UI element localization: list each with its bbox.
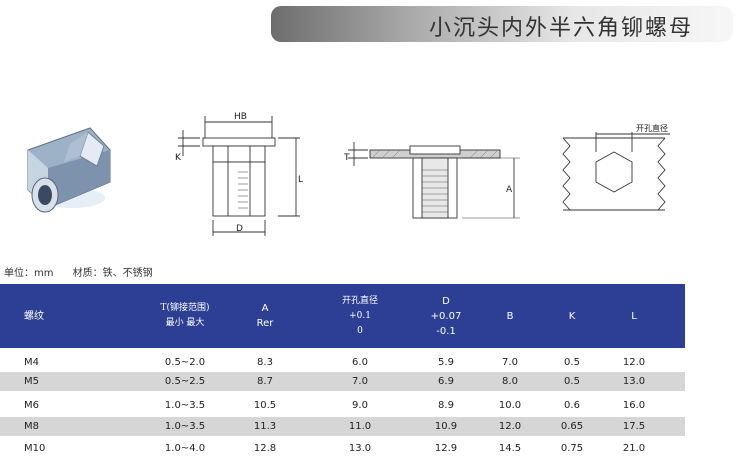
title-banner: 小沉头内外半六角铆螺母 — [271, 6, 733, 42]
dim-l-label: L — [298, 175, 303, 185]
cell-b: 10.0 — [498, 400, 522, 411]
cell-hole: 7.0 — [352, 376, 368, 387]
cell-d: 12.9 — [434, 443, 458, 454]
hole-dia-label: 开孔直径 — [636, 123, 668, 133]
cell-l: 17.5 — [622, 421, 646, 432]
table-row: M8 1.0~3.5 11.3 11.0 10.9 12.0 0.65 17.5 — [0, 417, 685, 436]
dim-d-label: D — [236, 224, 243, 234]
cell-b: 14.5 — [498, 443, 522, 454]
table-row: M6 1.0~3.5 10.5 9.0 8.9 10.0 0.6 16.0 — [0, 396, 685, 415]
dim-k-label: K — [175, 153, 182, 163]
cell-d: 6.9 — [438, 376, 454, 387]
cell-thread: M4 — [24, 357, 39, 368]
cell-k: 0.6 — [564, 400, 580, 411]
cell-t: 1.0~3.5 — [164, 421, 206, 432]
dim-t-label: T — [343, 153, 350, 163]
cell-a: 10.5 — [253, 400, 277, 411]
cell-b: 8.0 — [502, 376, 518, 387]
cell-t: 1.0~4.0 — [164, 443, 206, 454]
cell-thread: M8 — [24, 421, 39, 432]
material-label: 材质：铁、不锈钢 — [72, 268, 153, 279]
cell-hole: 6.0 — [352, 357, 368, 368]
cell-k: 0.65 — [560, 421, 584, 432]
dim-hb-label: HB — [234, 112, 247, 122]
cell-b: 12.0 — [498, 421, 522, 432]
cell-a: 8.3 — [257, 357, 273, 368]
installed-section-drawing: T A — [343, 142, 520, 219]
cell-d: 8.9 — [438, 400, 454, 411]
cell-l: 16.0 — [622, 400, 646, 411]
cell-k: 0.5 — [564, 376, 580, 387]
cell-b: 7.0 — [502, 357, 518, 368]
cell-thread: M10 — [24, 443, 46, 454]
cell-k: 0.5 — [564, 357, 580, 368]
cell-thread: M6 — [24, 400, 39, 411]
cell-hole: 9.0 — [352, 400, 368, 411]
cell-d: 5.9 — [438, 357, 454, 368]
table-header: 螺纹 T(铆接范围) 最小 最大 A Rer 开孔直径 +0.1 0 D +0.… — [0, 284, 685, 348]
product-drawings: HB K L D — [27, 112, 670, 236]
header-d: D +0.07 -0.1 — [430, 295, 462, 337]
header-l: L — [631, 310, 637, 322]
cell-l: 21.0 — [622, 443, 646, 454]
cell-l: 13.0 — [622, 376, 646, 387]
rivet-nut-photo — [27, 127, 111, 213]
table-row: M5 0.5~2.5 8.7 7.0 6.9 8.0 0.5 13.0 — [0, 372, 685, 391]
table-row: M10 1.0~4.0 12.8 13.0 12.9 14.5 0.75 21.… — [0, 439, 685, 458]
page-title: 小沉头内外半六角铆螺母 — [428, 16, 693, 41]
cell-t: 0.5~2.0 — [164, 357, 206, 368]
cell-l: 12.0 — [622, 357, 646, 368]
unit-label: 单位：mm — [4, 268, 54, 279]
cell-d: 10.9 — [434, 421, 458, 432]
cell-a: 11.3 — [253, 421, 277, 432]
spec-line: 单位：mm 材质：铁、不锈钢 — [4, 264, 169, 279]
table-row: M4 0.5~2.0 8.3 6.0 5.9 7.0 0.5 12.0 — [0, 353, 685, 372]
cell-hole: 11.0 — [348, 421, 372, 432]
cell-t: 0.5~2.5 — [164, 376, 206, 387]
cell-hole: 13.0 — [348, 443, 372, 454]
header-b: B — [506, 310, 514, 322]
side-view-drawing: HB K L D — [175, 112, 303, 236]
cell-thread: M5 — [24, 376, 39, 387]
header-thread: 螺纹 — [24, 310, 44, 322]
header-hole: 开孔直径 +0.1 0 — [341, 295, 378, 336]
header-t: T(铆接范围) 最小 最大 — [160, 303, 210, 328]
dim-a-label: A — [506, 185, 513, 195]
cell-k: 0.75 — [560, 443, 584, 454]
header-k: K — [568, 310, 576, 322]
cell-a: 8.7 — [257, 376, 273, 387]
cell-t: 1.0~3.5 — [164, 400, 206, 411]
hole-top-view-drawing: 开孔直径 — [562, 123, 670, 211]
cell-a: 12.8 — [253, 443, 277, 454]
header-a: A Rer — [256, 303, 274, 329]
